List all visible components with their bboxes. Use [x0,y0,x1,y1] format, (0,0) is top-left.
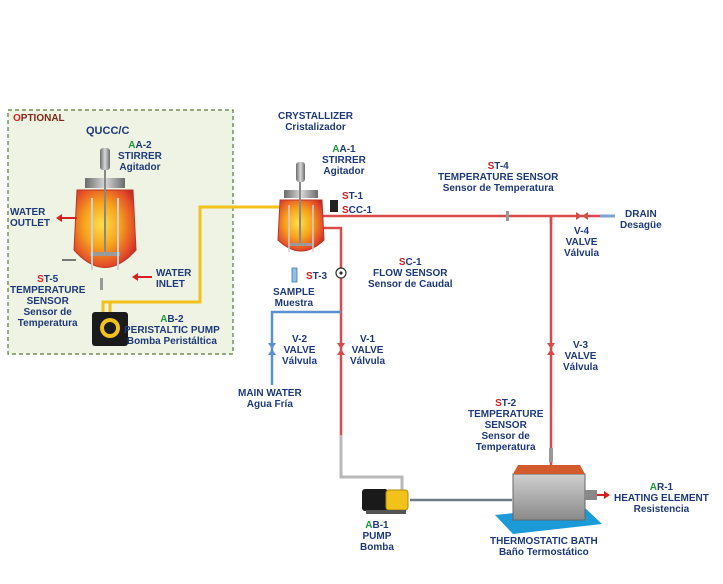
pump-ab1-icon [362,489,409,514]
yellow-feed-pipe [101,205,290,317]
sample-tube-icon [291,267,298,283]
aa2-label: AA-2 STIRRER Agitador [118,140,162,173]
grey-pump-pipe [339,435,404,496]
scc1-label: SCC-1 [342,205,373,216]
st4-label: ST-4 TEMPERATURE SENSOR Sensor de Temper… [438,161,559,194]
thermostatic-bath-label: THERMOSTATIC BATH Baño Termostático [490,536,598,558]
valve-v1-icon [337,343,345,355]
st3-label: ST-3 [306,271,328,282]
v3-label: V-3 VALVE Válvula [563,340,599,373]
st2-label: ST-2 TEMPERATURE SENSOR Sensor de Temper… [468,398,544,453]
v4-label: V-4 VALVE Válvula [564,226,600,259]
ab2-label: AB-2 PERISTALTIC PUMP Bomba Peristáltica [124,314,220,347]
drain-label: DRAIN Desagüe [620,209,662,231]
water-inlet-arrow-icon [132,273,152,281]
main-water-label: MAIN WATER Agua Fría [238,388,302,410]
thermostatic-bath-icon [495,465,610,534]
ab1-label: AB-1 PUMP Bomba [360,520,394,553]
crystallizer-vessel [277,162,325,252]
optional-title: OPTIONAL [13,113,65,124]
main-water-pipe [270,310,341,385]
water-outlet-arrow-icon [56,214,77,222]
crystallizer-label: CRYSTALLIZER Cristalizador [278,111,353,133]
temp-sensor-st2-icon [549,448,553,462]
st5-label: ST-5 TEMPERATURE SENSOR Sensor de Temper… [10,274,86,329]
sc1-label: SC-1 FLOW SENSOR Sensor de Caudal [368,257,453,290]
st1-sensor-icon [330,200,338,212]
peristaltic-pump-icon [92,312,128,346]
water-inlet-label: WATER INLET [156,268,192,290]
valve-v4-icon [576,212,588,220]
sample-label: SAMPLE Muestra [273,287,315,309]
aa1-label: AA-1 STIRRER Agitador [322,144,366,177]
v1-label: V-1 VALVE Válvula [350,334,386,367]
water-outlet-label: WATER OUTLET [10,207,50,229]
v2-label: V-2 VALVE Válvula [282,334,318,367]
qucc-label: QUCC/C [86,125,130,137]
optional-reactor-vessel [73,148,137,290]
hot-pipe-left [320,226,343,435]
valve-v2-icon [268,343,276,355]
st1-label: ST-1 [342,191,364,202]
ar1-label: AR-1 HEATING ELEMENT Resistencia [614,482,709,515]
temp-sensor-st4-icon [506,211,509,221]
valve-v3-icon [547,343,555,355]
